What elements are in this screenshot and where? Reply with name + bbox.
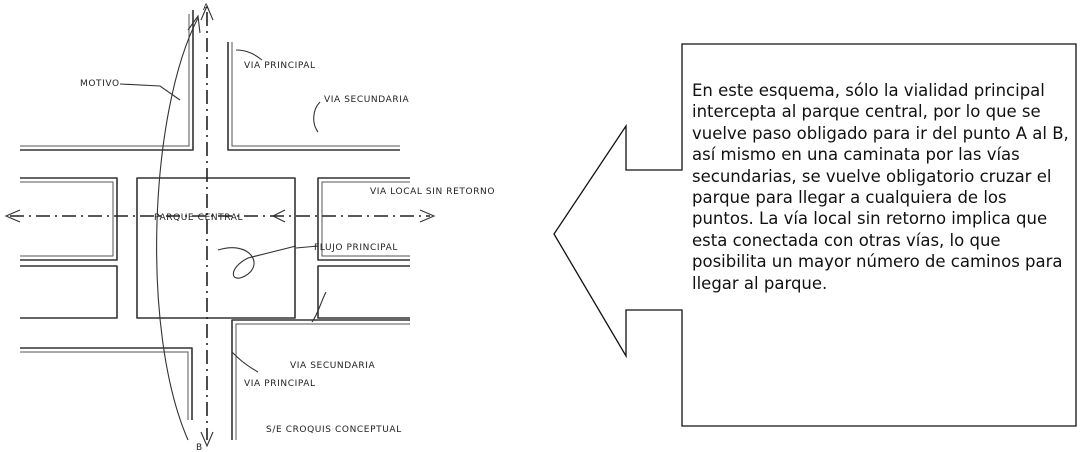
right-upper-street-inner: [321, 181, 410, 257]
block-upper-left-inner: [20, 14, 190, 147]
left-lower-street: [20, 265, 118, 319]
leader-via-principal-top: [235, 49, 263, 61]
left-upper-street-inner: [20, 181, 114, 257]
conceptual-sketch: A B MOTIVO VIA PRINCIPAL VIA SECUNDARIA …: [4, 3, 495, 452]
right-upper-street: [317, 177, 410, 261]
label-via-principal-top: VIA PRINCIPAL: [244, 61, 316, 71]
leader-via-principal-bottom: [231, 351, 259, 373]
block-upper-right-inner: [231, 42, 400, 147]
arrow-left-park: [271, 209, 286, 223]
label-via-secundaria-top: VIA SECUNDARIA: [324, 95, 409, 105]
block-lower-right: [231, 319, 410, 440]
right-lower-street: [317, 265, 410, 319]
arrow-left: [4, 209, 21, 223]
label-motivo: MOTIVO: [80, 79, 120, 89]
label-point-b: B: [196, 443, 203, 452]
leader-flujo: [295, 245, 319, 249]
leader-motivo: [119, 83, 181, 101]
label-parque-central: PARQUE CENTRAL: [154, 213, 243, 223]
arrow-down-b: [200, 431, 214, 448]
label-via-secundaria-bottom: VIA SECUNDARIA: [290, 361, 375, 371]
label-via-local: VIA LOCAL SIN RETORNO: [370, 187, 495, 197]
block-lower-left: [20, 347, 193, 420]
central-park-square: [136, 177, 296, 319]
label-croquis-conceptual: S/E CROQUIS CONCEPTUAL: [266, 425, 402, 435]
leader-via-secundaria-top: [313, 101, 321, 133]
motivo-curve: [156, 17, 199, 441]
motivo-curve-head: [187, 14, 201, 34]
block-lower-left-inner: [20, 351, 189, 420]
callout-description: En este esquema, sólo la vialidad princi…: [692, 81, 1069, 293]
block-upper-left: [20, 10, 194, 151]
block-lower-right-inner: [235, 323, 410, 440]
block-upper-right: [227, 42, 400, 151]
flow-loop: [217, 245, 297, 279]
label-point-a: A: [203, 3, 210, 13]
arrow-right: [419, 209, 436, 223]
callout-arrow-box: [553, 43, 1077, 427]
label-via-principal-bottom: VIA PRINCIPAL: [244, 379, 316, 389]
left-upper-street: [20, 177, 118, 261]
callout-outline: [553, 43, 1077, 427]
leader-via-secundaria-bottom: [311, 291, 327, 323]
label-flujo-principal: FLUJO PRINCIPAL: [314, 243, 398, 253]
arrow-up-a: [200, 4, 214, 21]
